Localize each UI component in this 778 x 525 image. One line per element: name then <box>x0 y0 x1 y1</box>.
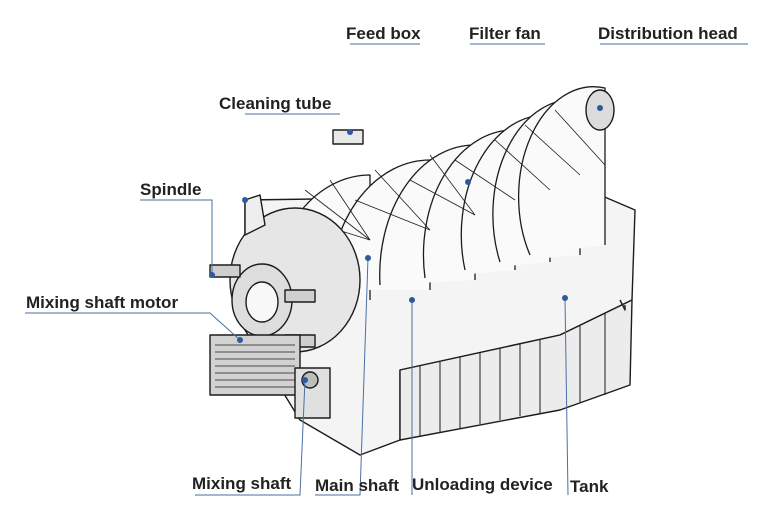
tank-ribs <box>419 313 606 436</box>
label-filter-fan: Filter fan <box>469 24 541 43</box>
distribution-head <box>585 89 615 131</box>
label-mixing-shaft: Mixing shaft <box>192 474 292 493</box>
left-end-plate <box>244 194 266 236</box>
motor-block <box>209 334 301 396</box>
tank-front-face <box>399 299 633 441</box>
spindle-bolt <box>209 264 241 278</box>
label-tank: Tank <box>570 477 609 496</box>
spindle-bolt <box>284 289 316 303</box>
filter-discs <box>269 86 606 301</box>
label-unloading-device: Unloading device <box>412 475 553 494</box>
label-feed-box: Feed box <box>346 24 421 43</box>
hub-inner <box>245 281 279 323</box>
label-mixing-shaft-motor: Mixing shaft motor <box>26 293 179 312</box>
tank-leg <box>619 299 626 311</box>
gearbox-pulley <box>301 371 319 389</box>
label-main-shaft: Main shaft <box>315 476 400 495</box>
feed-box <box>332 129 364 145</box>
label-cleaning-tube: Cleaning tube <box>219 94 332 113</box>
label-spindle: Spindle <box>140 180 202 199</box>
label-distribution-head: Distribution head <box>598 24 738 43</box>
